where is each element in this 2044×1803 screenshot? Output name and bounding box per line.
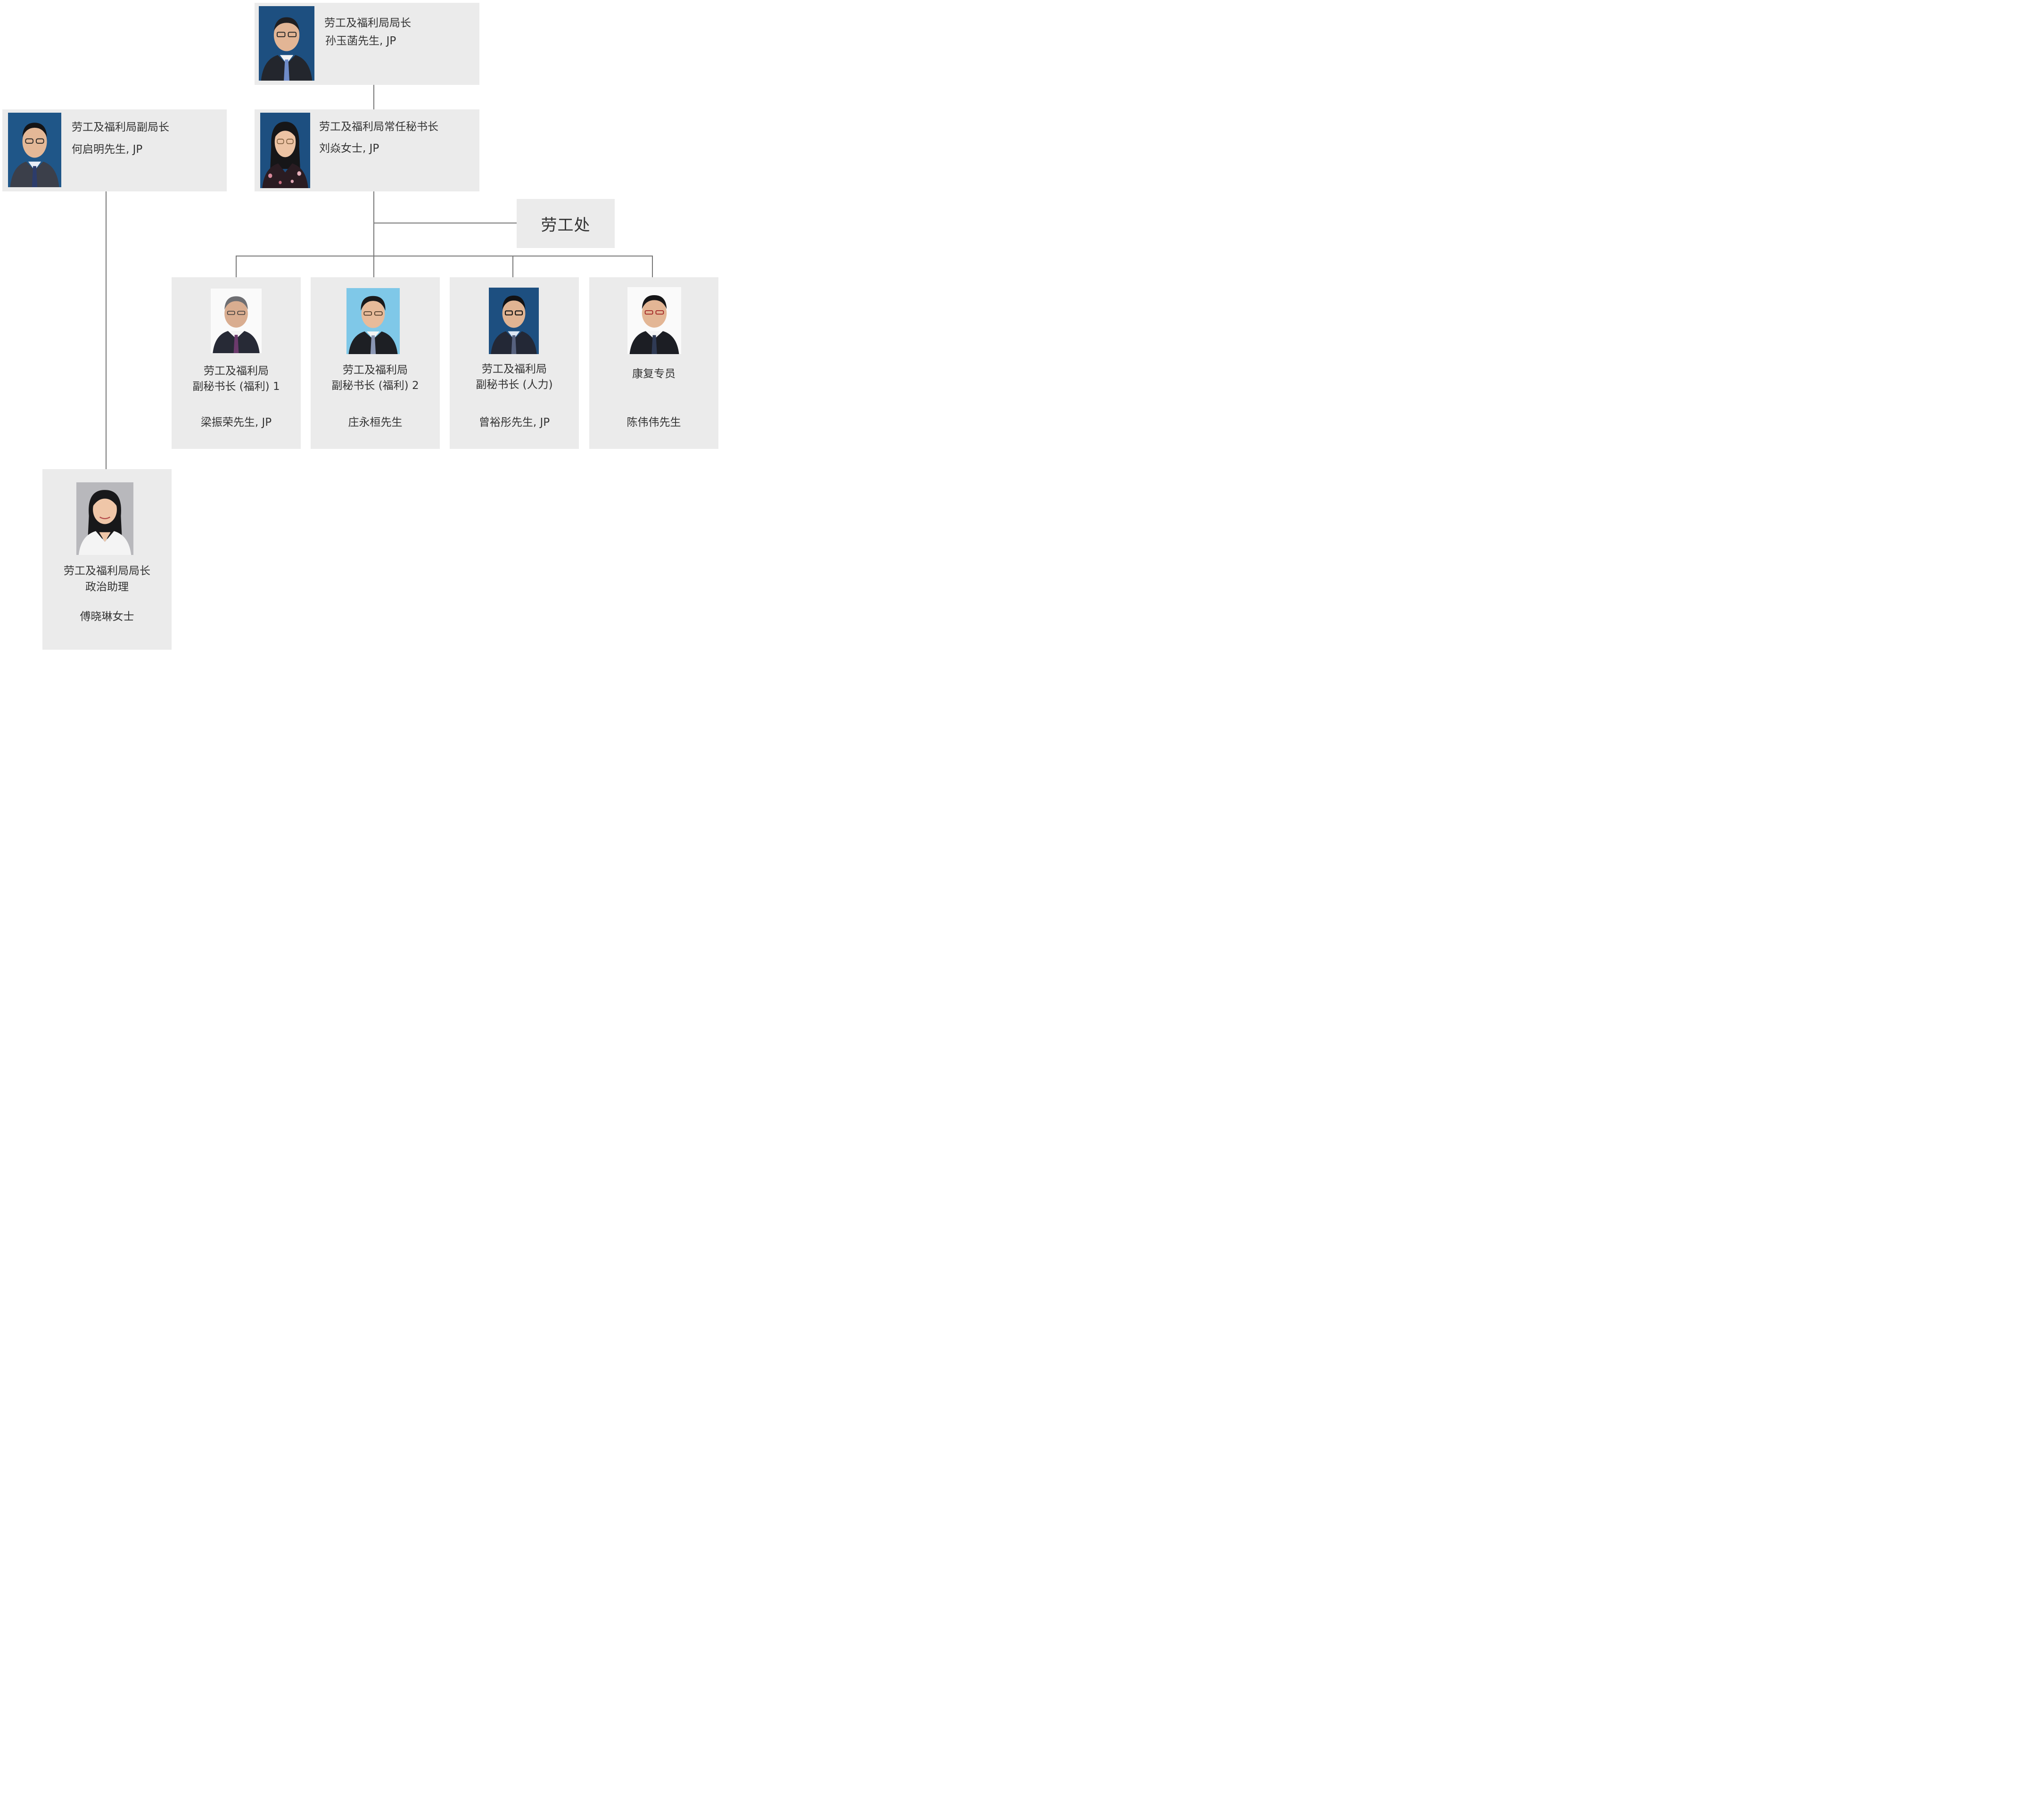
portrait-icon	[211, 289, 262, 353]
deputy-4-photo	[627, 287, 681, 354]
deputy-4-name: 陈伟伟先生	[626, 416, 681, 429]
connector-permanent-secretary-trunk	[373, 191, 374, 277]
deputy-1-photo	[211, 289, 262, 353]
connector-deputy-4	[652, 256, 653, 277]
portrait-icon	[346, 288, 400, 354]
labour-department-label: 劳工处	[541, 215, 591, 235]
portrait-icon	[627, 287, 681, 354]
connector-deputy-1	[236, 256, 237, 277]
portrait-icon	[260, 113, 310, 188]
portrait-icon	[489, 288, 539, 354]
political-assistant-box: 劳工及福利局局长 政治助理 傅晓琳女士	[42, 469, 172, 650]
deputy-box-1: 劳工及福利局 副秘书长 (福利) 1 梁振荣先生, JP	[172, 277, 301, 449]
portrait-icon	[259, 6, 314, 81]
portrait-icon	[76, 482, 133, 555]
deputy-1-title-line2: 副秘书长 (福利) 1	[192, 380, 280, 393]
secretary-photo	[259, 6, 314, 81]
deputy-1-title-line1: 劳工及福利局	[204, 365, 269, 377]
permanent-secretary-photo	[260, 113, 310, 188]
political-assistant-name: 傅晓琳女士	[80, 611, 134, 623]
deputy-4-title-line1: 康复专员	[632, 368, 676, 380]
deputy-2-title-line1: 劳工及福利局	[343, 364, 408, 376]
political-assistant-title-line1: 劳工及福利局局长	[64, 565, 150, 577]
deputy-3-name: 曾裕彤先生, JP	[478, 416, 550, 429]
connector-secretary-to-permanent-secretary	[373, 85, 374, 109]
under-secretary-box: 劳工及福利局副局长 何启明先生, JP	[2, 109, 227, 191]
portrait-icon	[8, 113, 61, 187]
deputy-2-photo	[346, 288, 400, 354]
connector-deputy-3	[512, 256, 513, 277]
secretary-name: 孙玉菡先生, JP	[325, 35, 396, 47]
deputy-3-photo	[489, 288, 539, 354]
deputy-2-name: 庄永桓先生	[348, 416, 403, 429]
deputy-box-4: 康复专员 陈伟伟先生	[589, 277, 718, 449]
deputy-box-3: 劳工及福利局 副秘书长 (人力) 曾裕彤先生, JP	[450, 277, 579, 449]
permanent-secretary-title: 劳工及福利局常任秘书长	[319, 121, 438, 133]
under-secretary-photo	[8, 113, 61, 187]
deputy-box-2: 劳工及福利局 副秘书长 (福利) 2 庄永桓先生	[311, 277, 440, 449]
under-secretary-name: 何启明先生, JP	[72, 143, 143, 156]
deputy-3-title-line1: 劳工及福利局	[482, 363, 547, 375]
secretary-title: 劳工及福利局局长	[324, 17, 411, 29]
deputy-2-title-line2: 副秘书长 (福利) 2	[331, 380, 419, 392]
under-secretary-title: 劳工及福利局副局长	[72, 121, 169, 133]
deputy-3-title-line2: 副秘书长 (人力)	[476, 379, 553, 391]
permanent-secretary-name: 刘焱女士, JP	[319, 142, 379, 155]
deputy-1-name: 梁振荣先生, JP	[200, 416, 272, 429]
secretary-box: 劳工及福利局局长 孙玉菡先生, JP	[255, 3, 479, 85]
political-assistant-photo	[76, 482, 133, 555]
political-assistant-title-line2: 政治助理	[85, 581, 129, 593]
labour-department-box: 劳工处	[517, 199, 615, 248]
permanent-secretary-box: 劳工及福利局常任秘书长 刘焱女士, JP	[255, 109, 479, 191]
connector-under-secretary-to-political-assistant	[106, 191, 107, 470]
